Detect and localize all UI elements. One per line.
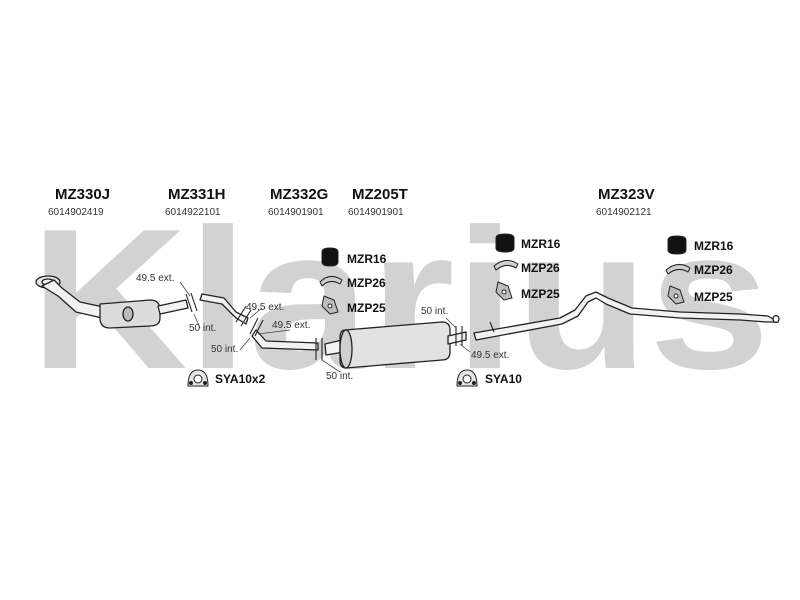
pipe-clamp-icon xyxy=(665,264,691,275)
accessory-label: MZR16 xyxy=(521,237,561,251)
part-code-MZ205T: MZ205T xyxy=(352,186,408,203)
dimension-label: 49.5 ext. xyxy=(272,320,311,331)
joint-marks xyxy=(185,292,495,360)
dimension-label: 50 int. xyxy=(421,306,449,317)
pipe-clamp-icon xyxy=(493,260,519,271)
accessory-label: MZP25 xyxy=(694,290,733,304)
part-code-MZ323V: MZ323V xyxy=(598,186,655,203)
leader-lines xyxy=(179,281,471,373)
accessory-label-sya-right: SYA10 xyxy=(485,372,522,386)
accessory-label: MZP26 xyxy=(694,263,733,277)
part-number-MZ331H: 6014922101 xyxy=(165,207,221,218)
rubber-mount-icon xyxy=(667,235,687,255)
part-number-MZ323V: 6014902121 xyxy=(596,207,652,218)
bracket-icon xyxy=(667,285,685,305)
part-code-MZ332G: MZ332G xyxy=(270,186,329,203)
rubber-mount-icon xyxy=(495,233,515,253)
part-number-MZ330J: 6014902419 xyxy=(48,207,104,218)
dimension-label: 50 int. xyxy=(189,323,217,334)
accessory-label: MZR16 xyxy=(694,239,734,253)
accessory-label: MZP25 xyxy=(347,301,386,315)
accessory-label-sya-left: SYA10x2 xyxy=(215,372,266,386)
dimension-label: 49.5 ext. xyxy=(136,273,175,284)
rubber-mount-icon xyxy=(321,247,339,267)
middle-pipe-MZ331H xyxy=(199,293,249,325)
dimension-label: 50 int. xyxy=(326,371,354,382)
part-number-MZ332G: 6014901901 xyxy=(268,207,324,218)
accessory-label: MZP25 xyxy=(521,287,560,301)
accessory-label: MZP26 xyxy=(521,261,560,275)
pipe-MZ332G xyxy=(251,329,319,351)
accessory-label: MZP26 xyxy=(347,276,386,290)
accessory-label: MZR16 xyxy=(347,252,387,266)
bracket-icon xyxy=(321,295,339,315)
dimension-label: 50 int. xyxy=(211,344,239,355)
bracket-icon xyxy=(495,281,513,301)
watermark-text: Klarius xyxy=(30,188,770,411)
front-pipe-MZ330J xyxy=(35,275,189,329)
part-code-MZ330J: MZ330J xyxy=(55,186,111,203)
dimension-label: 49.5 ext. xyxy=(246,302,285,313)
silencer-MZ205T xyxy=(324,321,467,369)
tail-pipe-MZ323V xyxy=(473,291,780,341)
pipe-clamp-icon xyxy=(319,276,343,287)
part-code-MZ331H: MZ331H xyxy=(168,186,226,203)
part-number-MZ205T: 6014901901 xyxy=(348,207,404,218)
gasket-icon xyxy=(456,369,478,387)
dimension-label: 49.5 ext. xyxy=(471,350,510,361)
gasket-icon xyxy=(187,369,209,387)
